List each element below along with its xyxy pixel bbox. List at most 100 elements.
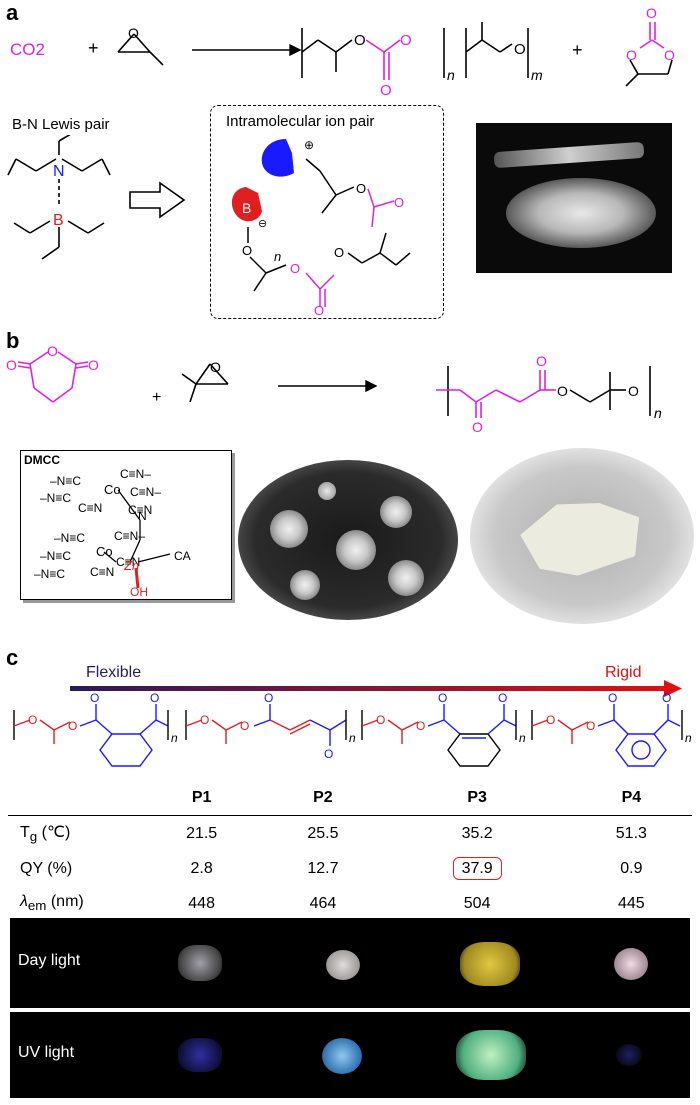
crystal-pile <box>506 178 656 248</box>
dmcc-structure: –N≡C C≡N– –N≡C Co C≡N– C≡N C≡N N –N≡C C≡… <box>34 467 191 598</box>
ester-oxygen-2: O <box>536 353 547 369</box>
tg-value-p4: 51.3 <box>615 824 647 842</box>
minus-charge: ⊖ <box>258 218 267 230</box>
ion-pair-oxygen-5: O <box>334 245 344 260</box>
propylene-oxide-structure <box>117 33 164 66</box>
ion-pair-nitrogen: N <box>294 154 304 170</box>
co2-label: CO2 <box>10 40 45 59</box>
qy-value-p4: 0.9 <box>620 859 643 877</box>
boron-atom: B <box>53 212 64 229</box>
ion-pair-oxygen-6: O <box>314 303 324 315</box>
cyclic-oxygen-right: O <box>664 47 675 63</box>
spherulite-6 <box>388 560 424 596</box>
lambda-value-p4: 445 <box>618 894 645 912</box>
polymer-flakes-photo <box>470 448 694 624</box>
uv-light-label: UV light <box>18 1044 75 1061</box>
p4-oxygen-2: O <box>586 719 595 733</box>
polyester-ether-structure <box>436 366 651 418</box>
spherulite-3 <box>336 530 376 570</box>
panel-b-label: b <box>6 328 20 353</box>
subscript-m: m <box>531 67 543 83</box>
p3-oxygen-1: O <box>376 713 385 727</box>
flake-shape <box>516 488 649 585</box>
p2-oxygen-3: O <box>264 691 273 705</box>
day-light-label: Day light <box>18 952 81 969</box>
p4-oxygen-3: O <box>608 691 617 705</box>
day-sample-p1 <box>178 945 222 981</box>
chain-oxygen-2: O <box>400 32 412 49</box>
cyclic-carbonyl-oxygen: O <box>646 5 657 21</box>
p4-subscript-n: n <box>685 731 692 745</box>
chain-oxygen-1: O <box>354 32 366 49</box>
uv-sample-p3 <box>456 1030 526 1080</box>
qy-highlight-box: 37.9 <box>452 856 502 880</box>
carbonyl-oxygen: O <box>380 82 392 99</box>
qy-row: QY (%) 2.8 12.7 37.9 0.9 <box>8 851 692 886</box>
p4-oxygen-1: O <box>546 713 555 727</box>
flexibility-gradient-bar <box>70 686 666 691</box>
p1-oxygen-4: O <box>150 691 159 705</box>
p2-subscript-n: n <box>349 731 356 745</box>
lambda-value-p1: 448 <box>188 894 215 912</box>
epoxide-oxygen: O <box>128 25 139 41</box>
dmcc-zn: Zn <box>123 558 139 573</box>
qy-value-p2: 12.7 <box>307 859 339 877</box>
polymer-header-p1: P1 <box>191 788 212 806</box>
dmcc-co-2: Co <box>96 544 113 559</box>
p4-structure <box>531 704 683 767</box>
lewis-pair-label: B-N Lewis pair <box>12 116 110 133</box>
dmcc-cn-9: –N≡C <box>40 549 71 563</box>
p1-oxygen-3: O <box>90 691 99 705</box>
tg-value-p2: 25.5 <box>307 824 339 842</box>
dmcc-cn-4: C≡N– <box>130 485 161 499</box>
polymer-header-row: P1 P2 P3 P4 <box>8 780 692 816</box>
ion-pair-box <box>210 105 444 319</box>
tg-value-p3: 35.2 <box>461 824 493 842</box>
dmcc-cn-1: –N≡C <box>50 474 81 488</box>
dmcc-oh: OH <box>130 585 148 598</box>
panel-b-subscript-n: n <box>654 405 662 421</box>
panel-c-label: c <box>6 645 19 670</box>
plus-charge: ⊕ <box>304 138 314 152</box>
hollow-arrow <box>129 181 186 219</box>
panel-b-plus: + <box>152 389 161 406</box>
anhydride-structure <box>17 351 89 403</box>
dmcc-ca: CA <box>174 549 191 563</box>
p3-subscript-n: n <box>519 731 526 745</box>
p3-structure <box>361 704 517 767</box>
p3-oxygen-4: O <box>498 691 507 705</box>
ion-pair-oxygen-1: O <box>242 243 252 258</box>
anhydride-oxygen-right: O <box>88 357 99 373</box>
anhydride-ring-oxygen: O <box>47 343 58 359</box>
ether-oxygen: O <box>628 383 639 399</box>
dmcc-label: DMCC <box>24 453 60 467</box>
panel-b-reaction-arrow <box>278 379 378 393</box>
properties-table: P1 P2 P3 P4 Tg (℃) 21.5 25.5 35.2 51.3 Q… <box>8 780 692 921</box>
dmcc-cn-2: C≡N– <box>120 467 151 481</box>
chain-oxygen-3: O <box>514 41 526 58</box>
reaction-arrow <box>192 43 302 57</box>
panel-a-reaction-scheme: O O O O O O O O + n <box>117 5 675 99</box>
day-sample-p3 <box>460 942 520 986</box>
ion-pair-boron: B <box>242 200 251 216</box>
p1-oxygen-1: O <box>28 713 37 727</box>
plus-sign: + <box>88 38 99 58</box>
spherulite-2 <box>318 482 336 500</box>
polymer-header-p4: P4 <box>621 788 642 806</box>
ester-oxygen-1: O <box>472 419 483 435</box>
spherulite-1 <box>270 510 308 548</box>
polymer-header-p2: P2 <box>313 788 333 806</box>
flexible-label: Flexible <box>86 664 142 681</box>
polymer-header-p3: P3 <box>467 788 487 806</box>
panel-b-reaction-scheme: O O O + O O O O O n <box>6 343 662 435</box>
lewis-pair-structure: N B <box>7 135 111 260</box>
header-empty-cell <box>8 780 141 816</box>
subscript-n: n <box>447 67 455 83</box>
ion-pair-structure: N ⊕ B ⊖ O O O O O O n <box>231 138 411 315</box>
qy-value-p1: 2.8 <box>190 859 213 877</box>
dmcc-co-1: Co <box>104 482 121 497</box>
dmcc-cn-11: –N≡C <box>34 567 65 581</box>
tg-row-label: Tg (℃) <box>20 824 71 845</box>
dmcc-cn-10: C≡N <box>116 555 140 569</box>
panel-c-structures: O O O O n O O O O n <box>13 680 692 767</box>
